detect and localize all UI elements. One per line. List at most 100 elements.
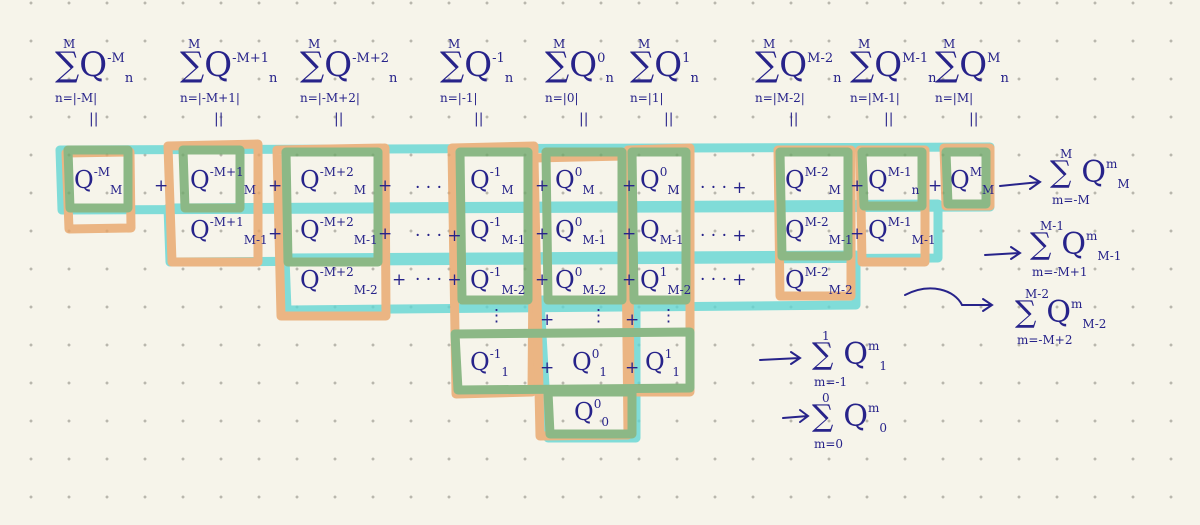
result-lower-limit: m=-M <box>1052 193 1090 207</box>
header-q: Q <box>874 45 903 85</box>
matrix-cell: Q-M+2M-2 <box>300 266 378 296</box>
header-sum: ∑QM-2n <box>755 48 842 85</box>
green-row-box-4 <box>450 327 695 395</box>
teal-row-band-3 <box>280 250 861 315</box>
header-sum: ∑QMn <box>935 48 1009 85</box>
cell-sub: M-2 <box>828 283 853 297</box>
matrix-cell: QM-2M-2 <box>785 266 853 296</box>
cell-sup: M-2 <box>804 165 829 179</box>
cell-sub: M-1 <box>243 233 268 247</box>
green-col-box-9 <box>941 147 991 209</box>
cell-sup: -M+1 <box>209 215 244 229</box>
plus-sign: + <box>625 310 640 330</box>
cell-q: Q <box>950 166 970 194</box>
sum-sign: ∑ <box>1030 227 1052 262</box>
header-sum: ∑Q-M+1n <box>180 48 277 85</box>
plus-sign: + <box>625 358 640 378</box>
header-sum: ∑Q1n <box>630 48 699 85</box>
header-upper-limit: M <box>943 37 956 51</box>
header-sub: n <box>1000 71 1009 86</box>
result-upper-limit: M <box>1060 147 1073 161</box>
result-sup: m <box>1086 229 1098 243</box>
result-upper-limit: M-1 <box>1040 219 1064 233</box>
header-sup: 0 <box>597 51 606 66</box>
result-q: Q <box>1081 155 1107 190</box>
result-upper-limit: M-2 <box>1025 287 1049 301</box>
cell-sup: M-1 <box>887 215 912 229</box>
cell-sub: M <box>582 183 595 197</box>
matrix-cell: Q-1M <box>470 166 514 196</box>
cell-q: Q <box>470 216 490 244</box>
cell-sub: 1 <box>501 365 510 379</box>
green-row-box-5 <box>543 387 637 439</box>
matrix-cell: QM-1M-1 <box>868 216 936 246</box>
plus-sign: + <box>378 176 393 196</box>
header-sub: n <box>389 71 398 86</box>
arrow-row-5 <box>782 409 810 423</box>
header-sub: n <box>833 71 842 86</box>
cell-sup: 0 <box>593 397 602 411</box>
result-sum: ∑Qm1 <box>812 337 887 373</box>
result-q: Q <box>1046 295 1072 330</box>
cell-sup: M-1 <box>887 165 912 179</box>
matrix-cell: QM-1n <box>868 166 919 196</box>
cell-sub: M <box>667 183 680 197</box>
result-q: Q <box>1061 227 1087 262</box>
sum-sign: ∑ <box>812 337 834 372</box>
result-sum: ∑QmM-2 <box>1015 295 1106 331</box>
matrix-cell: Q0M-1 <box>555 216 606 246</box>
cell-sup: -M+1 <box>209 165 244 179</box>
result-sup: m <box>868 401 880 415</box>
matrix-cell: Q-M+1M <box>190 166 256 196</box>
header-lower-limit: n=|-M+2| <box>300 91 360 105</box>
plus-sign: + <box>268 224 283 244</box>
cell-sup: 0 <box>574 215 583 229</box>
header-q: Q <box>324 45 353 85</box>
result-lower-limit: m=0 <box>814 437 844 451</box>
sum-sign: ∑ <box>935 45 960 85</box>
plus-sign: + <box>540 310 555 330</box>
cell-q: Q <box>868 216 888 244</box>
cell-sub: M-1 <box>911 233 936 247</box>
cell-q: Q <box>470 166 490 194</box>
header-equals: || <box>214 111 224 127</box>
cell-sub: M <box>828 183 841 197</box>
matrix-cell: Q-11 <box>470 348 509 378</box>
cell-sub: 1 <box>599 365 607 379</box>
cell-sup: -M+2 <box>319 265 354 279</box>
result-sub: 0 <box>879 421 888 435</box>
header-lower-limit: n=|M-1| <box>850 91 900 105</box>
cell-sub: M <box>501 183 514 197</box>
header-q: Q <box>779 45 808 85</box>
matrix-cell: Q-1M-2 <box>470 266 525 296</box>
arrow-row-2 <box>984 246 1022 260</box>
plus-sign: + <box>378 224 393 244</box>
ellipsis: · · · + <box>415 270 462 290</box>
cell-sup: -M <box>93 165 111 179</box>
cell-sub: M-2 <box>667 283 692 297</box>
vertical-ellipsis: ⋮ <box>488 306 505 326</box>
cell-sup: 0 <box>574 165 583 179</box>
matrix-cell: Q00 <box>574 398 609 428</box>
cell-sup: -1 <box>489 215 502 229</box>
result-sum: ∑QmM-1 <box>1030 227 1121 263</box>
cell-sub: M-1 <box>353 233 378 247</box>
sum-sign: ∑ <box>545 45 570 85</box>
result-q: Q <box>843 399 869 434</box>
ellipsis: · · · + <box>700 226 747 246</box>
header-sub: n <box>690 71 699 86</box>
header-upper-limit: M <box>188 37 201 51</box>
cell-q: Q <box>640 166 660 194</box>
cell-q: Q <box>555 266 575 294</box>
green-col-box-8 <box>857 147 927 211</box>
cell-sup: -1 <box>489 165 502 179</box>
cell-q: Q <box>785 266 805 294</box>
plus-sign: + <box>535 270 550 290</box>
cell-q: Q <box>572 348 592 376</box>
ellipsis: · · · + <box>700 178 747 198</box>
header-upper-limit: M <box>763 37 776 51</box>
header-sup: -M <box>107 51 125 66</box>
header-sup: M-1 <box>902 51 929 66</box>
cell-q: Q <box>555 216 575 244</box>
green-col-box-4 <box>455 147 533 305</box>
